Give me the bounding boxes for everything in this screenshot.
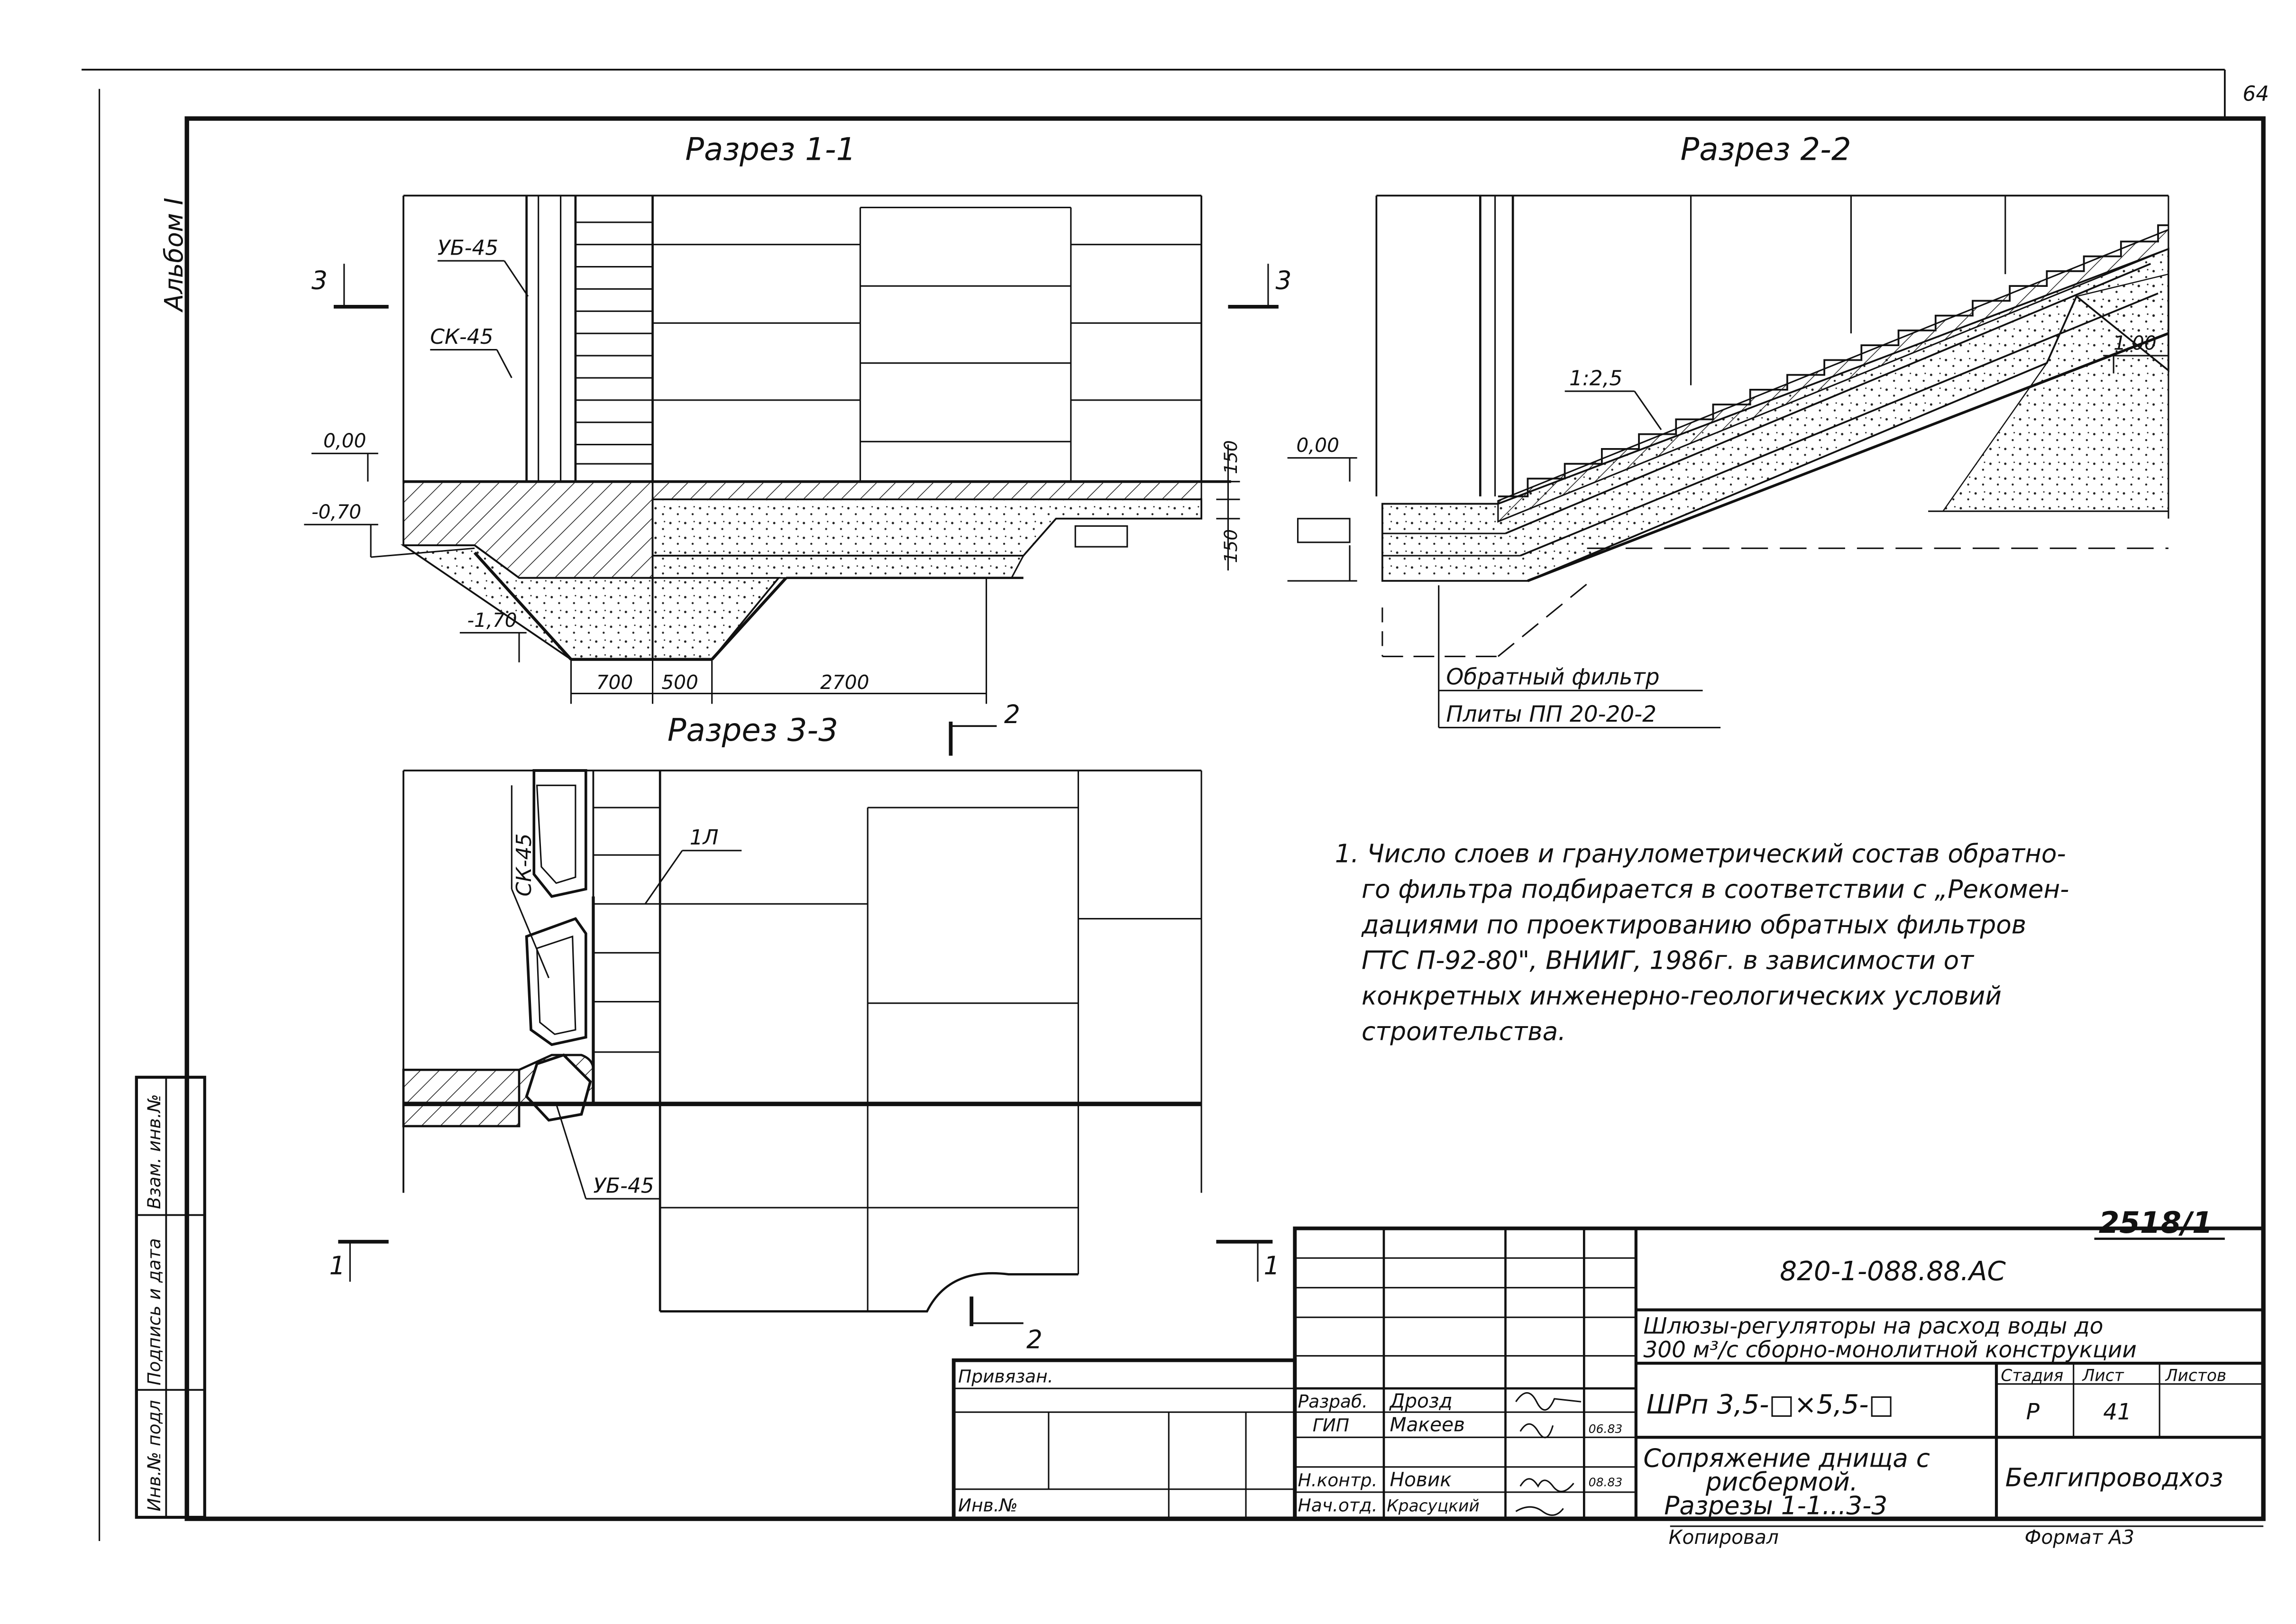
note-line-5: конкретных инженерно-геологических услов… [1362, 982, 2002, 1011]
cut-mark-2-s1: 2 [949, 700, 1020, 756]
tb-date-1: 06.83 [1589, 1422, 1623, 1436]
tb-role-razrab: Разраб. [1298, 1391, 1368, 1412]
note-line-3: дациями по проектированию обратных фильт… [1361, 910, 2026, 940]
dim-150-a: 150 [1220, 440, 1241, 474]
cut-mark-3-right: 3 [1228, 264, 1292, 309]
section-1-1: Разрез 1-1 [304, 132, 1291, 756]
s2-filter-label: Обратный фильтр [1446, 664, 1659, 690]
tb-mark: ШРп 3,5-□×5,5-□ [1647, 1389, 1894, 1420]
svg-text:0,00: 0,00 [323, 430, 366, 452]
stamp-signature-date: Подпись и дата [144, 1238, 165, 1385]
s2-plates-label: Плиты ПП 20-20-2 [1446, 701, 1656, 727]
s3-label-ub45: УБ-45 [593, 1174, 654, 1198]
s1-label-ub45: УБ-45 [438, 236, 498, 260]
tb-date-2: 08.83 [1589, 1475, 1623, 1489]
tb-drawing-line3: Разрезы 1-1...3-3 [1664, 1491, 1887, 1521]
s1-level-minus170: -1,70 [459, 609, 527, 662]
stamp-vzam-inv: Взам. инв.№ [144, 1094, 165, 1209]
cut-mark-2-s3: 2 [970, 1296, 1043, 1355]
section-2-2: Разрез 2-2 1:2,5 1,00 0,00 [1287, 132, 2169, 728]
s2-slope: 1:2,5 [1569, 367, 1622, 391]
tb-sheets-label: Листов [2165, 1367, 2226, 1385]
tb-sheet-number: 41 [2103, 1399, 2131, 1425]
tb-name-krasutsky: Красуцкий [1387, 1497, 1479, 1516]
album-label: Альбом I [159, 198, 189, 312]
cut-mark-3-left: 3 [311, 264, 389, 309]
s3-label-1l: 1Л [690, 826, 719, 850]
tb-doc-code: 820-1-088.88.АС [1780, 1256, 2006, 1287]
s3-label-sk45: СК-45 [512, 834, 536, 897]
s2-level-top: 1,00 [2113, 332, 2157, 355]
tb-role-nkontr: Н.контр. [1298, 1469, 1377, 1490]
section-3-3: Разрез 3-3 СК-45 1Л УБ-45 1 [329, 713, 1280, 1355]
dim-150-b: 150 [1220, 529, 1241, 563]
cut-mark-1-left: 1 [329, 1239, 389, 1282]
tb-copied: Копировал [1669, 1526, 1779, 1549]
sheet-code: 2518/1 [2099, 1205, 2213, 1240]
svg-text:1: 1 [329, 1251, 346, 1281]
svg-text:3: 3 [1276, 266, 1292, 295]
tb-privyazan: Привязан. [958, 1366, 1053, 1387]
note-line-4: ГТС П-92-80", ВНИИГ, 1986г. в зависимост… [1362, 946, 1975, 975]
tb-name-makeev: Макеев [1390, 1413, 1465, 1436]
note-line-6: строительства. [1362, 1017, 1566, 1046]
svg-text:2: 2 [1026, 1325, 1043, 1355]
tb-format: Формат А3 [2024, 1526, 2134, 1549]
dim-2700: 2700 [820, 671, 869, 694]
tb-role-gip: ГИП [1313, 1415, 1349, 1436]
tb-title-line1: Шлюзы-регуляторы на расход воды до [1643, 1313, 2103, 1340]
s1-level-zero: 0,00 [311, 430, 378, 482]
tb-drawing-line2: рисбермой. [1705, 1468, 1858, 1497]
signature-scribbles [1515, 1392, 1582, 1516]
title-block: 820-1-088.88.АС Шлюзы-регуляторы на расх… [951, 1226, 2266, 1549]
s1-dimensions: 700 500 2700 150 150 [570, 440, 1241, 704]
s1-level-minus070: -0,70 [304, 501, 475, 558]
tb-stage-label: Стадия [2001, 1367, 2063, 1385]
svg-text:3: 3 [311, 266, 328, 295]
cut-mark-1-right: 1 [1216, 1239, 1280, 1282]
dim-700: 700 [596, 671, 633, 694]
s1-label-sk45: СК-45 [430, 325, 493, 349]
tb-sheet-label: Лист [2081, 1367, 2124, 1385]
tb-name-drozd: Дрозд [1389, 1390, 1452, 1413]
section-2-title: Разрез 2-2 [1681, 132, 1851, 168]
note-line-1: 1. Число слоев и гранулометрический сост… [1335, 839, 2066, 869]
note: 1. Число слоев и гранулометрический сост… [1335, 839, 2069, 1046]
svg-text:2: 2 [1004, 700, 1020, 729]
page-number: 64 [2242, 82, 2269, 106]
section-3-title: Разрез 3-3 [668, 713, 838, 749]
section-1-title: Разрез 1-1 [685, 132, 856, 168]
tb-title-line2: 300 м³/с сборно-монолитной конструкции [1643, 1337, 2136, 1363]
tb-inv-no: Инв.№ [958, 1495, 1018, 1516]
tb-org: Белгипроводхоз [2005, 1463, 2223, 1492]
stamp-inv-podl: Инв.№ подл [144, 1400, 165, 1512]
s2-level-zero: 0,00 [1296, 434, 1339, 457]
side-stamp: Инв.№ подл Подпись и дата Взам. инв.№ [135, 1075, 206, 1519]
dim-500: 500 [661, 671, 698, 694]
tb-role-nachotd: Нач.отд. [1298, 1495, 1377, 1516]
steps [575, 221, 653, 465]
tb-stage: Р [2026, 1399, 2040, 1425]
tb-drawing-line1: Сопряжение днища с [1643, 1444, 1930, 1473]
svg-text:-0,70: -0,70 [311, 501, 361, 523]
svg-text:-1,70: -1,70 [467, 609, 517, 632]
tb-name-novik: Новик [1390, 1468, 1452, 1491]
svg-text:1: 1 [1264, 1251, 1280, 1281]
note-line-2: го фильтра подбирается в соответствии с … [1362, 875, 2069, 904]
